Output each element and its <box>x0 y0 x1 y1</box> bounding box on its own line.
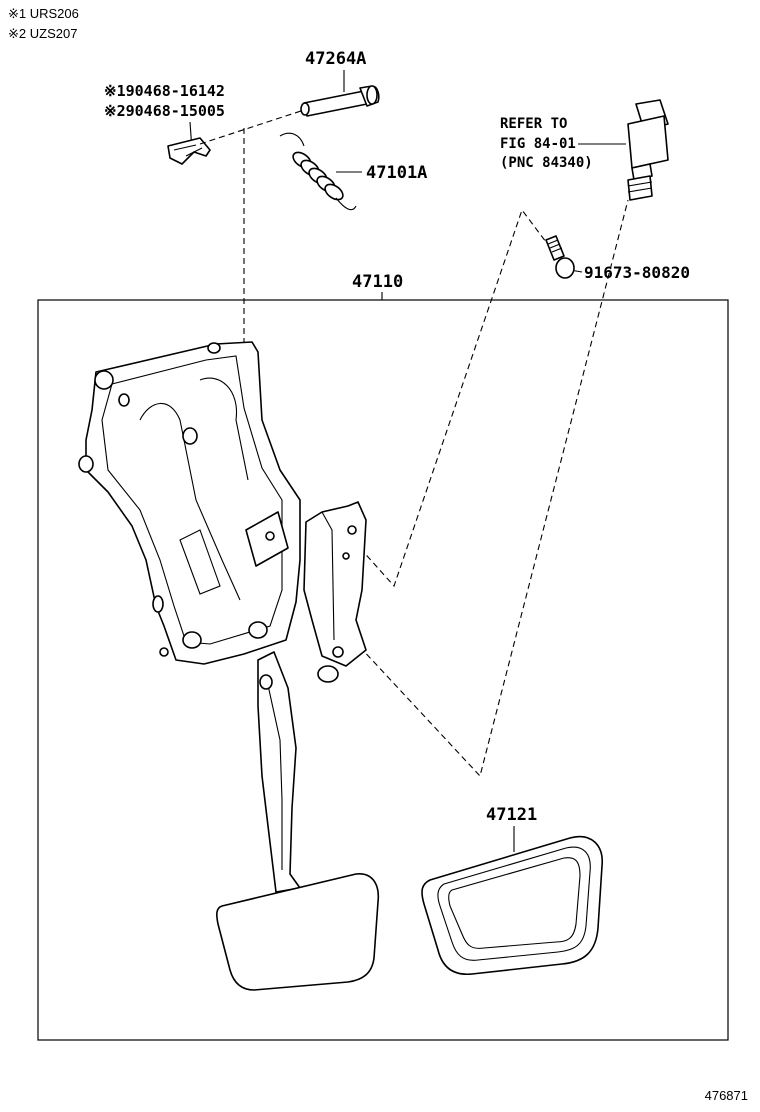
install-line-clip-pin <box>199 109 305 145</box>
label-assembly-47110[interactable]: 47110 <box>352 272 403 292</box>
label-pin-47264a[interactable]: 47264A <box>305 49 366 69</box>
label-refer-line-1: REFER TO <box>500 116 567 132</box>
assembly-frame <box>37 299 729 1041</box>
figure-id: 476871 <box>705 1088 748 1103</box>
label-pedal-pad-47121[interactable]: 47121 <box>486 805 537 825</box>
stop-lamp-switch[interactable] <box>627 99 669 201</box>
spring-47101a[interactable] <box>279 132 357 211</box>
bolt-91673-80820[interactable] <box>545 235 575 279</box>
label-bolt-91673[interactable]: 91673-80820 <box>584 263 690 282</box>
model-note-2: ※2 UZS207 <box>8 26 77 41</box>
label-clip-2[interactable]: ※290468-15005 <box>104 102 225 120</box>
pin-47264a[interactable] <box>300 85 380 117</box>
install-line-switch <box>345 199 629 778</box>
clip-90468[interactable] <box>167 137 211 165</box>
label-clip-1[interactable]: ※190468-16142 <box>104 82 225 100</box>
model-note-1: ※1 URS206 <box>8 6 79 21</box>
pedal-bracket-assembly[interactable] <box>78 341 380 991</box>
install-line-bolt <box>359 208 547 588</box>
label-refer-line-2[interactable]: FIG 84-01 <box>500 136 576 152</box>
label-spring-47101a[interactable]: 47101A <box>366 163 427 183</box>
pedal-pad-47121[interactable] <box>421 835 603 975</box>
label-refer-line-3: (PNC 84340) <box>500 155 593 171</box>
